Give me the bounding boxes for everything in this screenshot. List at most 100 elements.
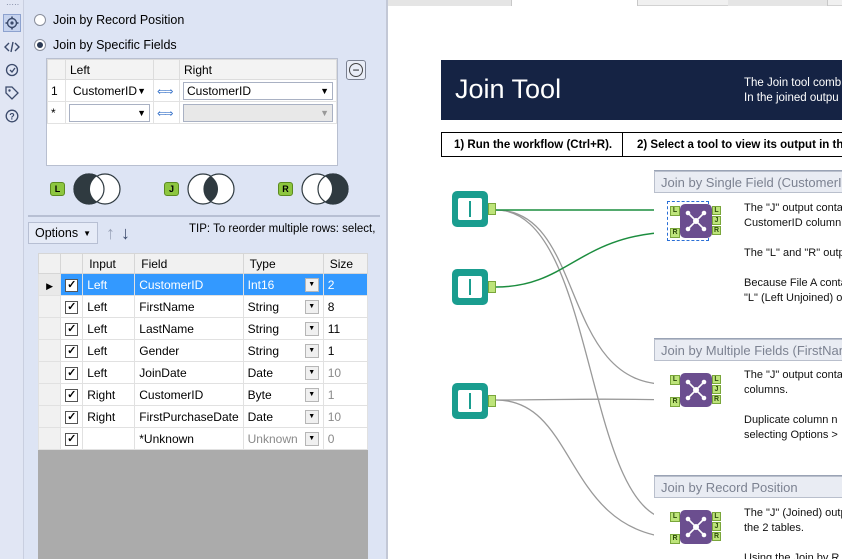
tab-3[interactable]: [728, 0, 828, 6]
tag-icon[interactable]: [3, 84, 21, 102]
right-field-select-new[interactable]: ▼: [179, 101, 337, 124]
move-down-icon[interactable]: ↓: [121, 222, 131, 243]
field-checkbox-cell[interactable]: ✓: [60, 295, 84, 318]
size-cell[interactable]: 10: [322, 361, 368, 384]
field-cell[interactable]: FirstName: [134, 295, 244, 318]
field-checkbox[interactable]: ✓: [65, 433, 79, 446]
chevron-down-icon[interactable]: ▼: [304, 409, 319, 424]
type-cell[interactable]: String▼: [242, 339, 324, 362]
size-cell[interactable]: 8: [322, 295, 368, 318]
chevron-down-icon[interactable]: ▼: [304, 299, 319, 314]
right-input-anchor[interactable]: R: [670, 534, 680, 544]
workflow-canvas[interactable]: Join Tool The Join tool comb In the join…: [388, 0, 842, 559]
tab-1[interactable]: [388, 0, 512, 6]
field-checkbox-cell[interactable]: ✓: [60, 405, 84, 428]
container-single-field[interactable]: Join by Single Field (CustomerID The "J"…: [654, 170, 842, 336]
join-by-position-option[interactable]: Join by Record Position: [34, 13, 184, 27]
swap-arrows-icon[interactable]: ⇐⇒: [157, 107, 174, 120]
left-input-anchor[interactable]: L: [670, 375, 680, 385]
type-cell[interactable]: Date▼: [242, 361, 324, 384]
swap-cell[interactable]: ⇐⇒: [153, 79, 180, 102]
right-output-anchor[interactable]: R: [712, 532, 721, 541]
chevron-down-icon[interactable]: ▼: [304, 431, 319, 446]
left-field-select[interactable]: CustomerID▼: [65, 79, 154, 102]
annotation-icon[interactable]: [3, 61, 21, 79]
join-by-fields-radio[interactable]: [34, 39, 46, 51]
panel-splitter[interactable]: [386, 0, 388, 559]
swap-arrows-icon[interactable]: ⇐⇒: [157, 85, 174, 98]
row-indicator[interactable]: [38, 339, 62, 362]
input-data-tool-b[interactable]: [452, 269, 496, 305]
field-cell[interactable]: LastName: [134, 317, 244, 340]
row-indicator[interactable]: [38, 317, 62, 340]
code-icon[interactable]: [3, 38, 21, 56]
gear-icon[interactable]: [3, 14, 21, 32]
container-title[interactable]: Join by Record Position: [654, 476, 842, 498]
container-multiple-fields[interactable]: Join by Multiple Fields (FirstNam The "J…: [654, 338, 842, 468]
container-title[interactable]: Join by Single Field (CustomerID: [654, 171, 842, 193]
field-cell[interactable]: CustomerID: [134, 383, 244, 406]
size-cell[interactable]: 10: [322, 405, 368, 428]
type-cell[interactable]: Byte▼: [242, 383, 324, 406]
row-indicator[interactable]: [38, 427, 62, 450]
size-cell[interactable]: 2: [322, 273, 368, 296]
join-tool-single-field[interactable]: L R L J R: [667, 201, 721, 241]
remove-row-button[interactable]: −: [346, 60, 366, 80]
row-indicator[interactable]: ▶: [38, 273, 62, 296]
type-cell[interactable]: Unknown▼: [242, 427, 324, 450]
size-cell[interactable]: 1: [322, 383, 368, 406]
field-cell[interactable]: FirstPurchaseDate: [134, 405, 244, 428]
right-field-select[interactable]: CustomerID▼: [179, 79, 337, 102]
row-indicator[interactable]: [38, 405, 62, 428]
field-checkbox[interactable]: ✓: [65, 411, 79, 424]
right-input-anchor[interactable]: R: [670, 397, 680, 407]
join-output-anchor[interactable]: J: [712, 216, 721, 225]
left-output-anchor[interactable]: L: [712, 512, 721, 521]
field-checkbox-cell[interactable]: ✓: [60, 427, 84, 450]
left-field-select-new[interactable]: ▼: [65, 101, 154, 124]
join-tool-record-position[interactable]: L R L J R: [670, 510, 721, 544]
left-input-anchor[interactable]: L: [670, 206, 680, 216]
left-input-anchor[interactable]: L: [670, 512, 680, 522]
field-checkbox[interactable]: ✓: [65, 323, 79, 336]
tab-2[interactable]: [512, 0, 638, 6]
chevron-down-icon[interactable]: ▼: [304, 343, 319, 358]
type-cell[interactable]: String▼: [242, 295, 324, 318]
output-anchor[interactable]: [488, 281, 496, 293]
type-cell[interactable]: Int16▼: [242, 273, 324, 296]
join-output-anchor[interactable]: J: [712, 522, 721, 531]
chevron-down-icon[interactable]: ▼: [304, 365, 319, 380]
size-cell[interactable]: 0: [322, 427, 368, 450]
field-checkbox-cell[interactable]: ✓: [60, 383, 84, 406]
field-checkbox-cell[interactable]: ✓: [60, 361, 84, 384]
right-input-anchor[interactable]: R: [670, 228, 680, 238]
input-data-tool-a[interactable]: [452, 191, 496, 227]
row-indicator[interactable]: [38, 361, 62, 384]
chevron-down-icon[interactable]: ▼: [304, 277, 319, 292]
field-cell[interactable]: *Unknown: [134, 427, 244, 450]
type-cell[interactable]: String▼: [242, 317, 324, 340]
swap-cell[interactable]: ⇐⇒: [153, 101, 180, 124]
field-checkbox-cell[interactable]: ✓: [60, 273, 84, 296]
field-checkbox[interactable]: ✓: [65, 345, 79, 358]
input-data-tool-c[interactable]: [452, 383, 496, 419]
container-title[interactable]: Join by Multiple Fields (FirstNam: [654, 339, 842, 361]
field-checkbox-cell[interactable]: ✓: [60, 339, 84, 362]
field-checkbox[interactable]: ✓: [65, 279, 79, 292]
row-indicator[interactable]: [38, 383, 62, 406]
chevron-down-icon[interactable]: ▼: [304, 321, 319, 336]
row-indicator[interactable]: [38, 295, 62, 318]
field-checkbox-cell[interactable]: ✓: [60, 317, 84, 340]
right-output-anchor[interactable]: R: [712, 395, 721, 404]
field-checkbox[interactable]: ✓: [65, 389, 79, 402]
type-cell[interactable]: Date▼: [242, 405, 324, 428]
output-anchor[interactable]: [488, 395, 496, 407]
field-checkbox[interactable]: ✓: [65, 367, 79, 380]
help-icon[interactable]: ?: [3, 107, 21, 125]
